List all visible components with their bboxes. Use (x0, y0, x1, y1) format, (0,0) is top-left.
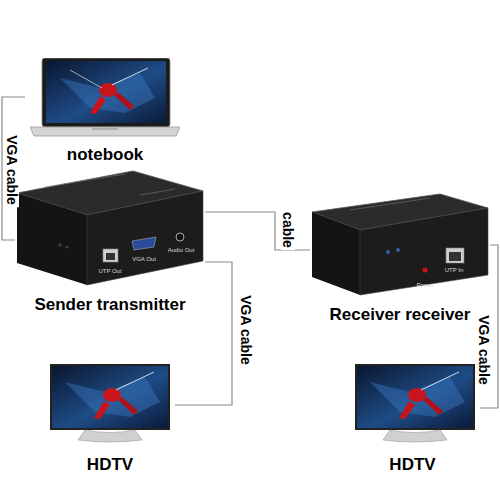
node-label: Sender transmitter (34, 295, 185, 315)
receiver-illustration (310, 190, 490, 300)
cable-line (175, 262, 232, 405)
tv-illustration (355, 362, 475, 444)
port-label: UTP In (445, 267, 464, 273)
node-label: HDTV (87, 455, 133, 475)
device-node: Receiver receiver (310, 190, 490, 325)
port-label: UTP Out (98, 268, 121, 274)
cable-label: VGA cable (477, 313, 491, 387)
node-label: notebook (67, 145, 144, 165)
cable-label: VGA cable (5, 133, 19, 207)
port-label: VGA Out (132, 256, 156, 262)
device-node: notebook (25, 55, 185, 165)
cable-label: cable (281, 210, 295, 250)
device-node: HDTV (45, 360, 175, 475)
node-label: HDTV (389, 455, 435, 475)
laptop-illustration (30, 58, 180, 138)
cable-label: VGA cable (239, 293, 253, 367)
device-node: HDTV (345, 360, 480, 475)
tv-illustration (50, 362, 170, 444)
node-label: Receiver receiver (330, 305, 471, 325)
port-label: Power (416, 282, 433, 288)
device-node: Sender transmitter (15, 165, 205, 315)
port-label: Audio Out (168, 247, 195, 253)
